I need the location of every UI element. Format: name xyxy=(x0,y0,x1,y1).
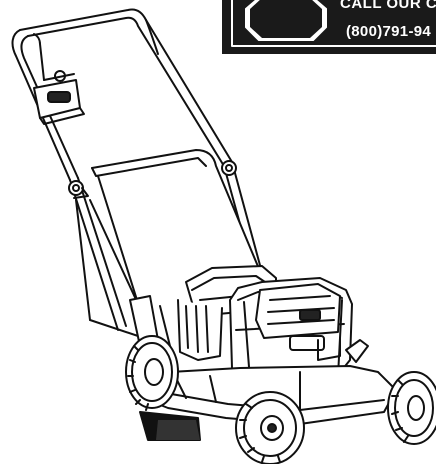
handle-knob-right xyxy=(221,160,237,176)
handle-control-box xyxy=(33,70,85,125)
grass-bag xyxy=(73,149,263,341)
support-banner xyxy=(222,0,436,54)
rear-wheel-left xyxy=(125,335,179,411)
handle-knob-left xyxy=(68,180,84,196)
front-wheel-right xyxy=(387,371,436,445)
battery-latch xyxy=(289,335,325,351)
front-wheel-left xyxy=(235,391,305,464)
height-adjust-lever xyxy=(345,339,369,363)
banner-line-1: CALL OUR C xyxy=(340,0,436,12)
banner-phone-number: (800)791-94 xyxy=(346,23,432,40)
